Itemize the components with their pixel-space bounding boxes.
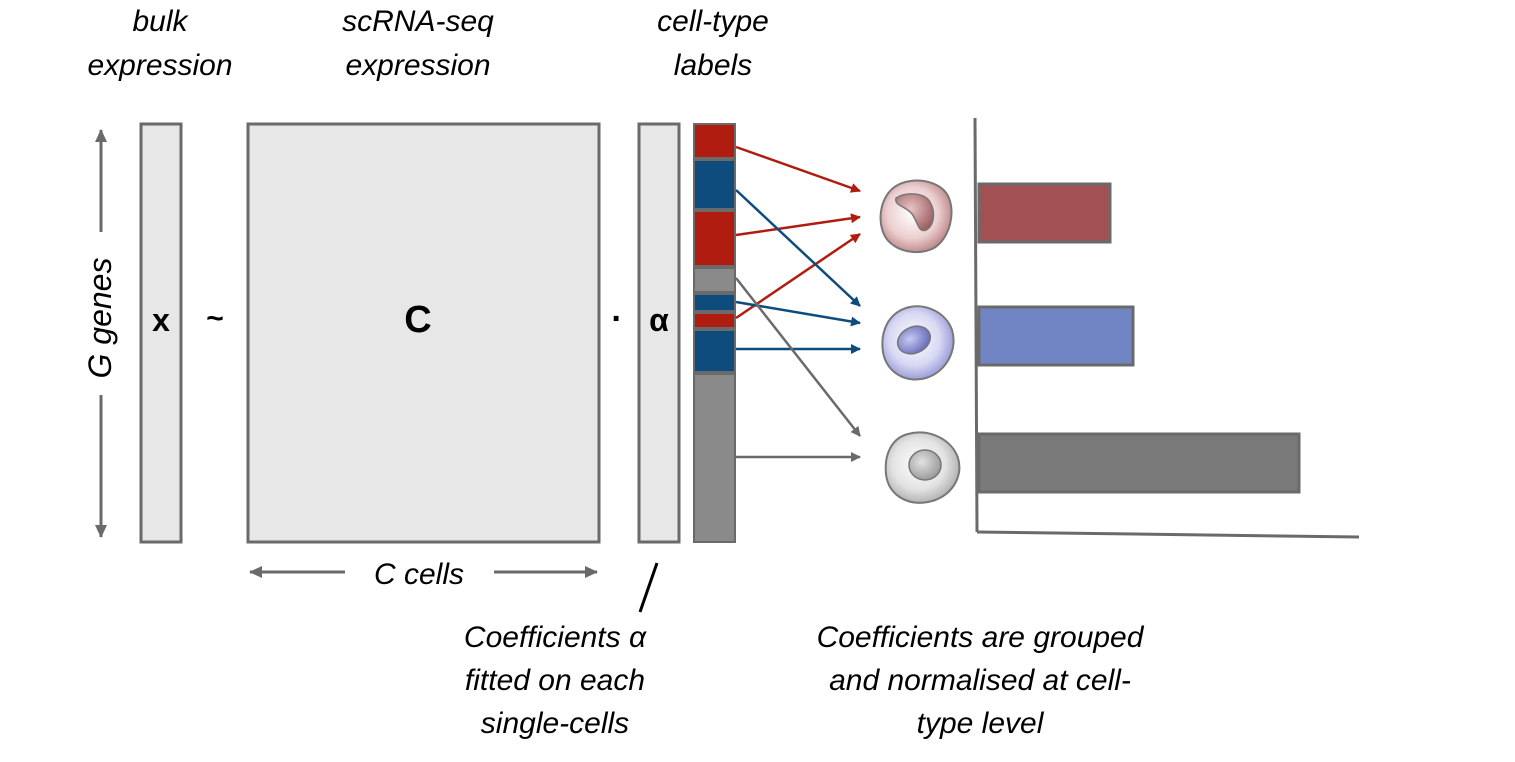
coef-vector-alpha (637, 122, 681, 544)
red-cell-icon (879, 179, 953, 254)
label-segment-red (693, 210, 736, 267)
label-segment-blue (693, 159, 736, 210)
symbol-dot: · (611, 300, 622, 338)
bar-gray (977, 432, 1301, 494)
symbol-x: x (152, 302, 170, 338)
bar-blue (977, 305, 1135, 367)
cells-axis-label: C cells (374, 558, 464, 591)
cells-axis: C cells (249, 558, 598, 591)
bar-chart (977, 182, 1301, 494)
header-sc-line2: expression (345, 49, 490, 82)
cell-type-label-strip (693, 123, 736, 543)
arrow-red (735, 145, 861, 193)
genes-axis: G genes (82, 129, 118, 538)
sc-matrix-c (246, 122, 601, 544)
caption-coef-line2: fitted on each (465, 664, 645, 697)
bulk-vector-x (139, 122, 183, 544)
label-segment-red (693, 312, 736, 329)
symbol-alpha: α (649, 302, 669, 338)
caption-group-line1: Coefficients are grouped (817, 621, 1145, 654)
genes-axis-label: G genes (82, 258, 118, 379)
grouping-arrows (735, 145, 861, 462)
bar-chart-y-axis (973, 117, 979, 533)
header-labels-line1: cell-type (657, 5, 769, 38)
gray-cell-icon (884, 431, 961, 504)
label-segment-blue (693, 293, 736, 312)
label-segment-red (693, 123, 736, 159)
caption-coef-line1: Coefficients α (464, 621, 647, 654)
blue-cell-icon (881, 305, 955, 381)
symbol-approx: ~ (206, 302, 224, 335)
arrow-blue (735, 189, 861, 307)
arrow-blue (735, 300, 861, 327)
caption-group-line3: type level (917, 707, 1045, 740)
label-segment-gray (693, 373, 736, 543)
header-sc-line1: scRNA-seq (342, 5, 494, 38)
header-labels-line2: labels (674, 49, 752, 82)
bar-red (977, 182, 1112, 244)
bar-chart-x-axis (976, 530, 1360, 539)
arrow-gray (735, 277, 861, 437)
caption-group-line2: and normalised at cell- (829, 664, 1131, 697)
symbol-c: C (404, 299, 431, 341)
caption-coef-line3: single-cells (481, 707, 629, 740)
header-bulk-line2: expression (87, 49, 232, 82)
label-segment-gray (693, 267, 736, 293)
arrow-red (735, 213, 861, 237)
header-bulk-line1: bulk (132, 5, 189, 38)
alpha-pointer-line (638, 562, 659, 613)
label-segment-blue (693, 329, 736, 373)
